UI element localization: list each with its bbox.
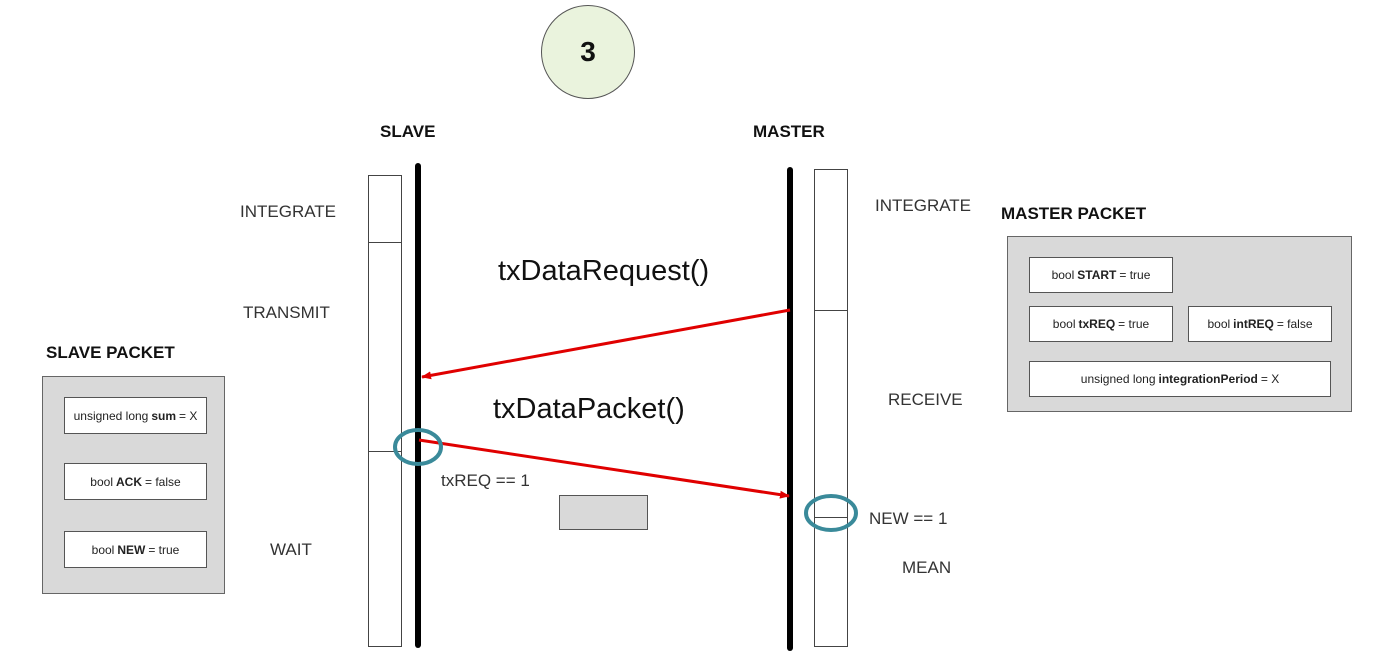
- slave-packet-title: SLAVE PACKET: [46, 343, 175, 362]
- master-packet-title: MASTER PACKET: [1001, 204, 1147, 223]
- master-state-receive: RECEIVE: [888, 390, 963, 409]
- slave-trigger-highlight: [393, 428, 443, 466]
- slave-state-wait: WAIT: [270, 540, 312, 559]
- slave-state-integrate: INTEGRATE: [240, 202, 337, 221]
- step-number-badge: 3: [541, 5, 635, 99]
- master-integrate-segment: [814, 169, 848, 311]
- message-packet-label: txDataPacket(): [493, 393, 685, 425]
- master-state-mean: MEAN: [902, 558, 952, 577]
- slave-state-transmit: TRANSMIT: [243, 303, 330, 322]
- slave-condition-label: txREQ == 1: [441, 471, 530, 490]
- slave-lifeline: [415, 163, 421, 648]
- master-receive-segment: [814, 310, 848, 518]
- message-request-label: txDataRequest(): [498, 255, 710, 287]
- request-arrow: [421, 308, 791, 380]
- master-lifeline: [787, 167, 793, 651]
- master-trigger-highlight: [804, 494, 858, 532]
- slave-wait-segment: [368, 451, 402, 647]
- master-state-integrate: INTEGRATE: [875, 196, 972, 215]
- packet-arrow: [418, 438, 790, 499]
- note-box: [559, 495, 648, 530]
- master-mean-segment: [814, 517, 848, 647]
- slave-title: SLAVE: [380, 122, 436, 141]
- slave-integrate-segment: [368, 175, 402, 243]
- master-condition-label: NEW == 1: [869, 509, 948, 528]
- master-title: MASTER: [753, 122, 825, 141]
